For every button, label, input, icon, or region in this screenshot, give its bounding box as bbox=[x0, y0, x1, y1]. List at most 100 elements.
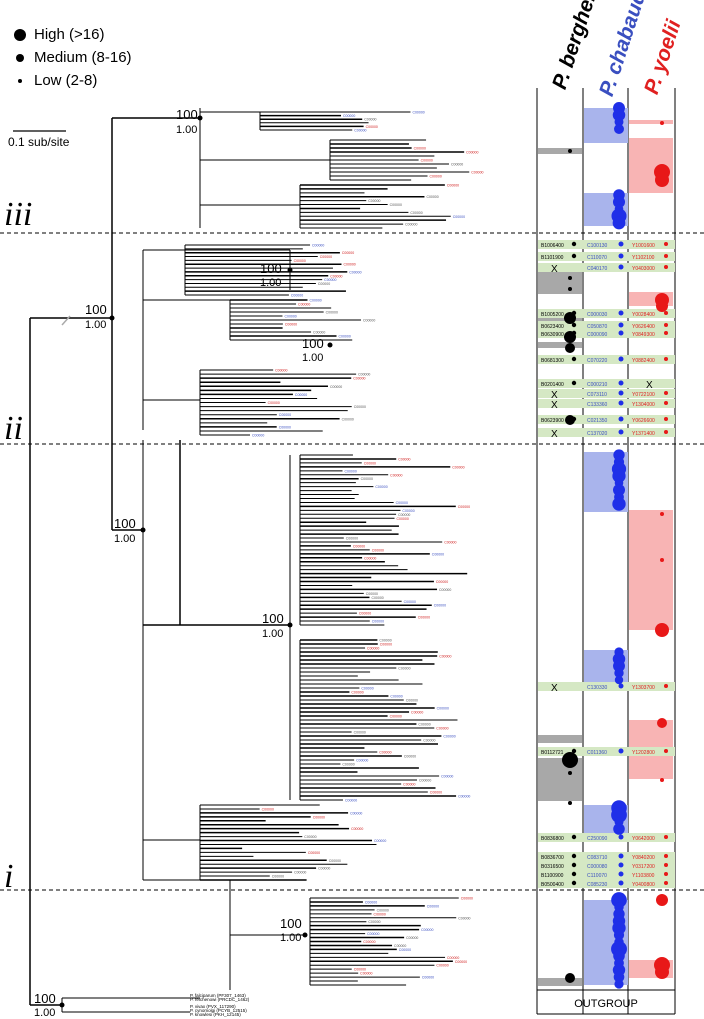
chabaudi-id-9: C133360 bbox=[587, 402, 608, 408]
clade-ii-c-label-11: C00000 bbox=[279, 413, 291, 417]
node-root-bootstrap: 100 bbox=[34, 991, 56, 1006]
berghei-dot-cluster-5 bbox=[565, 343, 575, 353]
clade-i-b-label-14: C00000 bbox=[390, 695, 402, 699]
clade-i-a-label-12: C00000 bbox=[396, 501, 408, 505]
yoelii-id-1: Y1102100 bbox=[632, 255, 655, 261]
node-clade-iii-bootstrap: 100 bbox=[176, 107, 198, 122]
table-row-17 bbox=[538, 870, 675, 879]
clade-i-d-label-20: C00000 bbox=[422, 976, 434, 980]
clade-label-ii: ii bbox=[4, 410, 23, 447]
clade-i-d-label-5: C00000 bbox=[458, 916, 470, 920]
clade-i-c-label-1: C00000 bbox=[262, 807, 274, 811]
chabaudi-dots-f-900 bbox=[611, 892, 627, 908]
berghei-id-0: B1006400 bbox=[541, 243, 564, 249]
clade-iii-a-label-1: C00000 bbox=[343, 114, 355, 118]
clade-ii-a-label-5: C00000 bbox=[343, 263, 355, 267]
table-row-5 bbox=[538, 329, 675, 338]
clade-i-a-label-25: C00000 bbox=[432, 552, 444, 556]
yoelii-id-3: Y0028400 bbox=[632, 312, 655, 318]
clade-i-c-label-6: C00000 bbox=[351, 827, 363, 831]
clade-ii-c-label-16: C00000 bbox=[252, 434, 264, 438]
clade-i-a-label-3: C00000 bbox=[452, 465, 464, 469]
yoelii-dot-cluster-12 bbox=[660, 778, 664, 782]
node-clade-i-bootstrap: 100 bbox=[114, 516, 136, 531]
chabaudi-id-6: C070220 bbox=[587, 358, 608, 364]
clade-ii-b-label-6: C00000 bbox=[285, 323, 297, 327]
chabaudi-dot-18 bbox=[618, 880, 624, 886]
yoelii-dot-2 bbox=[664, 265, 668, 269]
berghei-dot-16 bbox=[571, 862, 577, 868]
chabaudi-dot-13 bbox=[618, 748, 624, 754]
chabaudi-dot-2 bbox=[618, 264, 624, 270]
clade-i-d-label-15: C00000 bbox=[447, 956, 459, 960]
clade-i-a-label-35: C00000 bbox=[366, 592, 378, 596]
clade-i-a-label-34: C00000 bbox=[439, 588, 451, 592]
clade-i-a-label-22: C00000 bbox=[444, 540, 456, 544]
clade-iii-b-label-3: C00000 bbox=[466, 151, 478, 155]
chabaudi-dots-a-122 bbox=[614, 117, 624, 127]
berghei-dot-cluster-9 bbox=[568, 801, 572, 805]
outgroup-taxon-2: P. vivax (PVX_117290) bbox=[190, 1004, 236, 1009]
clade-iii-a-label-0: C00000 bbox=[412, 111, 424, 115]
clade-ii-b-label-9: C00000 bbox=[339, 335, 351, 339]
shade-band-7 bbox=[538, 342, 582, 348]
clade-ii-a-label-9: C00000 bbox=[324, 278, 336, 282]
yoelii-id-4: Y0626400 bbox=[632, 324, 655, 330]
clade-i-b-label-29: C00000 bbox=[404, 755, 416, 759]
yoelii-dot-cluster-11 bbox=[660, 558, 664, 562]
clade-iii-b-label-2: C00000 bbox=[414, 147, 426, 151]
chabaudi-dot-5 bbox=[618, 330, 624, 336]
node-sub-ii-a-marker bbox=[287, 267, 293, 273]
chabaudi-dots-f-977 bbox=[613, 971, 625, 983]
berghei-id-7: B0201400 bbox=[541, 382, 564, 388]
yoelii-dot-cluster-2 bbox=[655, 173, 669, 187]
yoelii-dot-16 bbox=[664, 863, 668, 867]
clade-i-c-label-8: C00000 bbox=[304, 835, 316, 839]
chabaudi-dots-a-129 bbox=[614, 124, 624, 134]
clade-i-a-label-37: C00000 bbox=[404, 600, 416, 604]
chabaudi-id-17: C110070 bbox=[587, 873, 607, 879]
node-sub-ii-b-marker bbox=[327, 342, 333, 348]
berghei-id-16: B0316500 bbox=[541, 864, 564, 870]
yoelii-dot-cluster-0 bbox=[660, 121, 664, 125]
chabaudi-dot-17 bbox=[618, 871, 624, 877]
berghei-id-15: B0836700 bbox=[541, 855, 564, 861]
clade-i-b-label-7: C00000 bbox=[398, 667, 410, 671]
legend-medium-label: Medium (8-16) bbox=[34, 49, 132, 66]
shade-band-4 bbox=[538, 148, 582, 154]
table-row-15 bbox=[538, 852, 675, 861]
clade-i-c-label-2: C00000 bbox=[350, 811, 362, 815]
outgroup-taxon-4: P. knowlesi (PKH_12145) bbox=[190, 1012, 241, 1017]
chabaudi-dot-0 bbox=[618, 241, 624, 247]
clade-iii-b-label-6: C00000 bbox=[451, 163, 463, 167]
yoelii-id-14: Y0642000 bbox=[632, 836, 655, 842]
berghei-id-3: B1005200 bbox=[541, 312, 564, 318]
node-clade-ii-marker bbox=[109, 315, 115, 321]
berghei-id-10: B0623900 bbox=[541, 418, 564, 424]
clade-i-d-label-19: C00000 bbox=[360, 972, 372, 976]
clade-i-b-label-15: C00000 bbox=[406, 699, 418, 703]
clade-iii-c-label-7: C00000 bbox=[410, 211, 422, 215]
clade-iii-b-label-9: C00000 bbox=[430, 175, 442, 179]
clade-i-a-label-32: C00000 bbox=[436, 580, 448, 584]
clade-i-b-label-39: C00000 bbox=[458, 795, 470, 799]
yoelii-dot-4 bbox=[664, 323, 668, 327]
clade-i-a-label-15: C00000 bbox=[398, 513, 410, 517]
chabaudi-dots-a-115 bbox=[612, 108, 626, 122]
yoelii-dot-1 bbox=[664, 254, 668, 258]
table-row-1 bbox=[538, 252, 675, 261]
clade-iii-c-label-4: C00000 bbox=[368, 199, 380, 203]
yoelii-dot-cluster-6 bbox=[655, 623, 669, 637]
table-row-13 bbox=[538, 747, 675, 756]
clade-i-d-label-18: C00000 bbox=[354, 968, 366, 972]
clade-i-a-label-23: C00000 bbox=[353, 544, 365, 548]
clade-ii-a-label-3: C00000 bbox=[320, 255, 332, 259]
chabaudi-id-1: C110070 bbox=[587, 255, 607, 261]
berghei-dot-cluster-8 bbox=[568, 771, 572, 775]
clade-i-d-label-16: C00000 bbox=[455, 960, 467, 964]
chabaudi-id-16: C000080 bbox=[587, 864, 608, 870]
table-row-6 bbox=[538, 355, 675, 364]
clade-i-a-label-16: C00000 bbox=[397, 517, 409, 521]
legend-medium: Medium (8-16) bbox=[14, 49, 132, 66]
yoelii-id-9: Y1304000 bbox=[632, 402, 655, 408]
